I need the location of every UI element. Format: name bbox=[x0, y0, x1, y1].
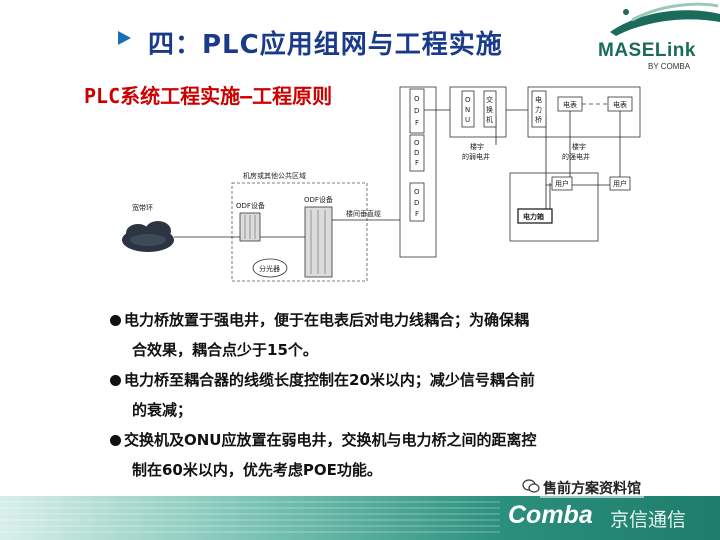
bullet-list: 电力桥放置于强电井，便于在电表后对电力线耦合；为确保耦 合效果，耦合点少于15个… bbox=[110, 305, 630, 485]
splitter bbox=[252, 258, 288, 278]
svg-text:桥: 桥 bbox=[535, 115, 542, 124]
comba-brand: Comba bbox=[508, 501, 593, 529]
svg-text:力: 力 bbox=[535, 105, 542, 114]
odf-device-2-label: ODF设备 bbox=[304, 195, 333, 204]
strong-shaft-label-1: 楼宇 bbox=[572, 142, 586, 151]
meter-2-label: 电表 bbox=[613, 100, 627, 109]
svg-text:D: D bbox=[414, 199, 419, 207]
slide-title: 四：PLC应用组网与工程实施 bbox=[148, 30, 503, 60]
bullet-2-line-1: 电力桥至耦合器的线缆长度控制在20米以内；减少信号耦合前 bbox=[110, 365, 630, 395]
odf-column bbox=[399, 86, 437, 258]
logo-subtext: BY COMBA bbox=[648, 62, 691, 71]
svg-text:O: O bbox=[465, 96, 471, 104]
ring-label: 宽带环 bbox=[132, 203, 153, 212]
network-diagram: 机房或其他公共区域 宽带环 ODF设备 ODF设备 bbox=[122, 86, 641, 282]
area-label: 机房或其他公共区域 bbox=[243, 171, 306, 180]
weak-shaft-frame bbox=[449, 86, 507, 138]
maselink-logo bbox=[610, 2, 720, 36]
machine-room-area bbox=[231, 182, 368, 282]
user-1 bbox=[551, 176, 573, 191]
section-title: PLC系统工程实施—工程原则 bbox=[84, 84, 333, 108]
footer-band bbox=[0, 496, 720, 540]
title-arrow-icon bbox=[118, 31, 131, 45]
svg-text:F: F bbox=[415, 159, 419, 167]
logo-text: MASELink bbox=[598, 40, 696, 61]
svg-text:F: F bbox=[415, 210, 419, 218]
bullet-dot-icon bbox=[110, 315, 121, 326]
strong-shaft-label-2: 的强电井 bbox=[562, 152, 590, 161]
odf-device-1-label: ODF设备 bbox=[236, 201, 265, 210]
wechat-icon bbox=[522, 479, 540, 493]
odf-box-2: O D F bbox=[409, 134, 425, 172]
weak-shaft-label-1: 楼宇 bbox=[470, 142, 484, 151]
svg-text:F: F bbox=[415, 119, 419, 127]
svg-text:D: D bbox=[414, 107, 419, 115]
power-bridge-box: 电 力 桥 bbox=[531, 90, 547, 128]
splitter-label: 分光器 bbox=[259, 264, 280, 273]
svg-text:O: O bbox=[414, 188, 420, 196]
switch-box: 交 换 机 bbox=[483, 90, 497, 128]
footer-stripes bbox=[0, 501, 500, 533]
meter-2 bbox=[607, 96, 633, 112]
svg-text:U: U bbox=[465, 116, 470, 124]
svg-text:N: N bbox=[465, 106, 470, 114]
svg-text:O: O bbox=[414, 95, 420, 103]
broadband-ring-cloud bbox=[122, 221, 174, 252]
strong-shaft-frame bbox=[527, 86, 641, 138]
watermark-text: 售前方案资料馆 bbox=[540, 478, 644, 498]
odf-box-1: O D F bbox=[409, 88, 425, 134]
meter-1-label: 电表 bbox=[563, 100, 577, 109]
power-box-label: 电力箱 bbox=[523, 212, 544, 221]
user-1-label: 用户 bbox=[555, 179, 569, 188]
riser-cable-label: 楼间垂直缆 bbox=[346, 209, 381, 218]
weak-shaft-label-2: 的弱电井 bbox=[462, 152, 490, 161]
bullet-2-line-2: 的衰减； bbox=[132, 401, 193, 419]
odf-device-2 bbox=[304, 206, 333, 278]
svg-text:换: 换 bbox=[486, 105, 493, 114]
bullet-3-line-2: 制在60米以内，优先考虑POE功能。 bbox=[132, 461, 382, 479]
comba-brand-cn: 京信通信 bbox=[610, 509, 687, 531]
svg-text:O: O bbox=[414, 139, 420, 147]
user-2 bbox=[609, 176, 631, 191]
svg-text:D: D bbox=[414, 149, 419, 157]
bullet-1-line-2: 合效果，耦合点少于15个。 bbox=[132, 341, 318, 359]
bullet-dot-icon bbox=[110, 375, 121, 386]
power-box bbox=[517, 208, 553, 224]
svg-text:电: 电 bbox=[535, 95, 542, 104]
odf-box-3: O D F bbox=[409, 182, 425, 222]
bullet-3-line-1: 交换机及ONU应放置在弱电井，交换机与电力桥之间的距离控 bbox=[110, 425, 630, 455]
bullet-dot-icon bbox=[110, 435, 121, 446]
bullet-1-line-1: 电力桥放置于强电井，便于在电表后对电力线耦合；为确保耦 bbox=[110, 305, 630, 335]
onu-box: O N U bbox=[461, 90, 475, 128]
svg-text:机: 机 bbox=[486, 115, 493, 124]
user-area bbox=[509, 172, 599, 242]
user-2-label: 用户 bbox=[613, 179, 627, 188]
svg-text:交: 交 bbox=[486, 95, 493, 104]
